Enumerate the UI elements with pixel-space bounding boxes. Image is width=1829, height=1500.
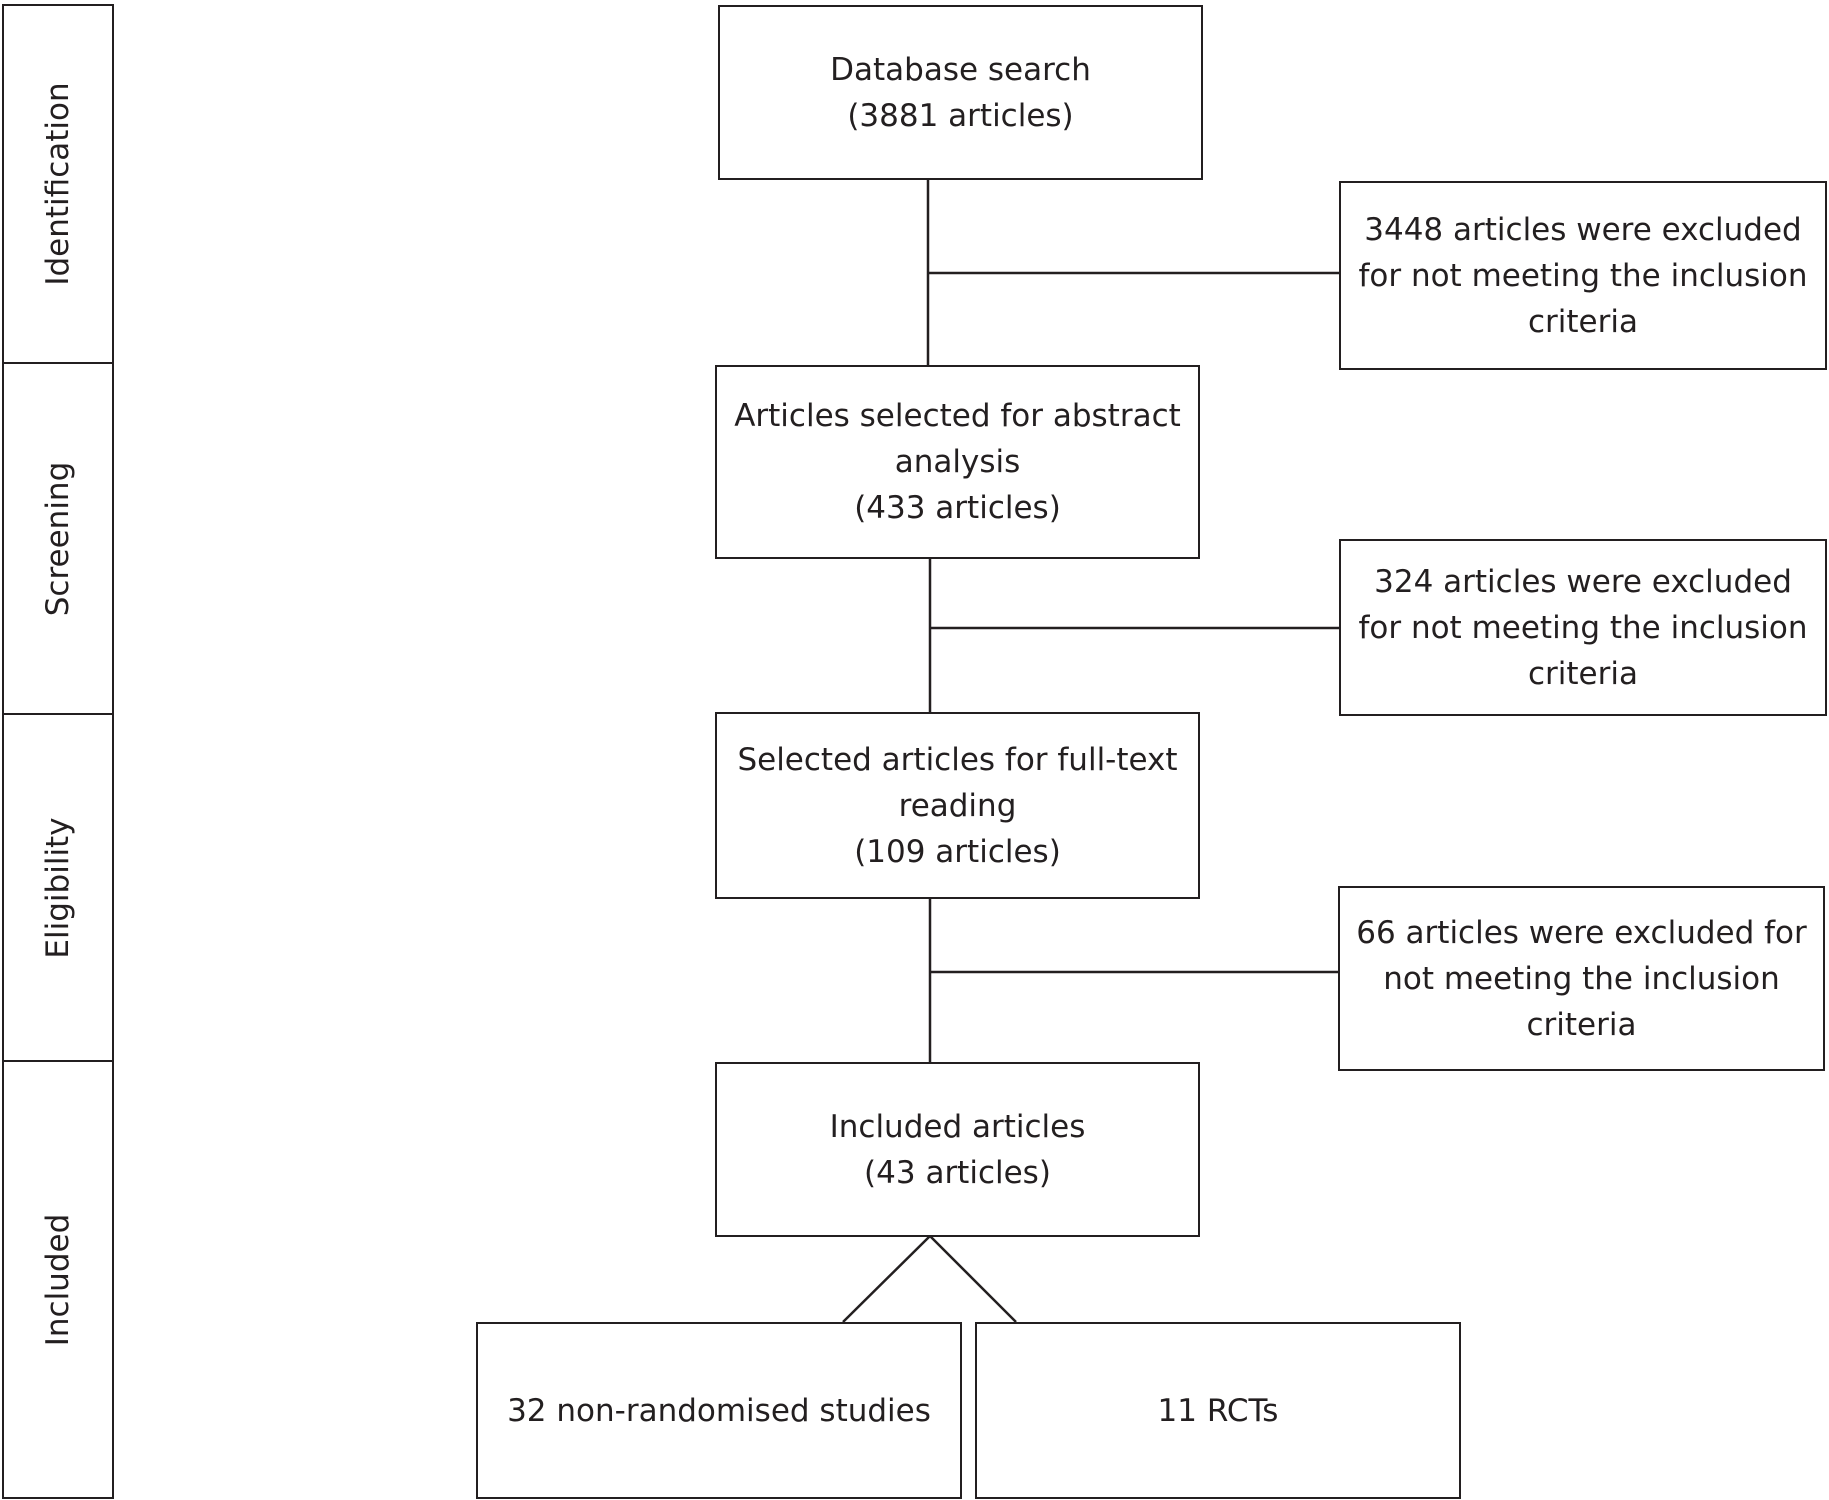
box-exclusion-after-full-text: 66 articles were excluded for not meetin… bbox=[1338, 886, 1825, 1071]
box-full-text-reading-text: Selected articles for full-text reading … bbox=[737, 741, 1178, 870]
box-included-articles: Included articles (43 articles) bbox=[715, 1062, 1200, 1237]
stage-label-eligibility: Eligibility bbox=[40, 816, 76, 959]
box-abstract-analysis: Articles selected for abstract analysis … bbox=[715, 365, 1200, 559]
box-rcts-text: 11 RCTs bbox=[1157, 1392, 1279, 1429]
box-exclusion-after-abstract-text: 324 articles were excluded for not meeti… bbox=[1358, 563, 1808, 692]
box-full-text-reading: Selected articles for full-text reading … bbox=[715, 712, 1200, 899]
connector-split-right bbox=[929, 1235, 1017, 1323]
box-database-search: Database search (3881 articles) bbox=[718, 5, 1203, 180]
connector-split-left bbox=[842, 1235, 931, 1323]
stage-label-identification: Identification bbox=[40, 82, 76, 286]
stage-included: Included bbox=[2, 1060, 114, 1499]
box-exclusion-after-full-text-text: 66 articles were excluded for not meetin… bbox=[1356, 914, 1807, 1043]
box-non-randomised-studies-text: 32 non-randomised studies bbox=[507, 1392, 931, 1429]
stage-label-included: Included bbox=[40, 1213, 76, 1346]
box-abstract-analysis-text: Articles selected for abstract analysis … bbox=[734, 398, 1181, 526]
stage-label-screening: Screening bbox=[40, 461, 76, 616]
stage-screening: Screening bbox=[2, 362, 114, 715]
stage-eligibility: Eligibility bbox=[2, 713, 114, 1062]
box-non-randomised-studies: 32 non-randomised studies bbox=[476, 1322, 962, 1499]
stage-identification: Identification bbox=[2, 4, 114, 364]
box-database-search-text: Database search (3881 articles) bbox=[830, 51, 1091, 134]
box-rcts: 11 RCTs bbox=[975, 1322, 1461, 1499]
box-exclusion-after-abstract: 324 articles were excluded for not meeti… bbox=[1339, 539, 1827, 716]
box-exclusion-after-search: 3448 articles were excluded for not meet… bbox=[1339, 181, 1827, 370]
box-exclusion-after-search-text: 3448 articles were excluded for not meet… bbox=[1358, 211, 1808, 340]
box-included-articles-text: Included articles (43 articles) bbox=[829, 1108, 1086, 1191]
